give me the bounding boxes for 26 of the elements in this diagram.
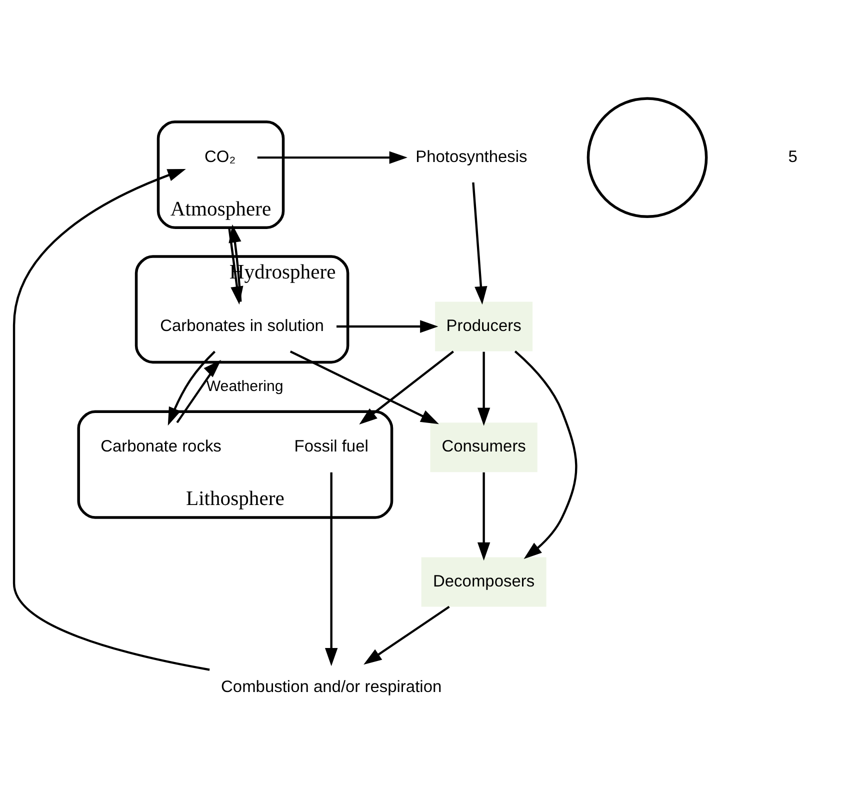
node-text: Photosynthesis <box>416 148 528 166</box>
label: 5 <box>788 148 798 166</box>
arrow <box>324 472 338 666</box>
node-box: Consumers <box>430 422 538 472</box>
node-text: Carbonates in solution <box>160 316 324 335</box>
node-text: Fossil fuel <box>294 438 368 456</box>
node-text: CO₂ <box>204 148 236 166</box>
arrow <box>336 320 438 333</box>
node-box: Decomposers <box>421 557 546 607</box>
node-text: Carbonate rocks <box>100 438 222 456</box>
arrow <box>359 350 454 424</box>
node-circle <box>586 97 708 218</box>
arrow <box>514 350 578 560</box>
arrow <box>477 472 490 561</box>
arrow <box>477 352 490 426</box>
arrow <box>472 182 488 305</box>
arrow <box>228 224 242 302</box>
arrow <box>257 151 408 164</box>
node-text: Combustion and/or respiration <box>221 678 442 696</box>
arrow <box>12 168 210 671</box>
arrow <box>176 360 222 424</box>
arrow <box>290 350 439 424</box>
arrow <box>168 350 216 426</box>
node-box: Producers <box>435 302 533 352</box>
edge-label: Weathering <box>206 378 284 395</box>
arrow <box>364 606 450 665</box>
